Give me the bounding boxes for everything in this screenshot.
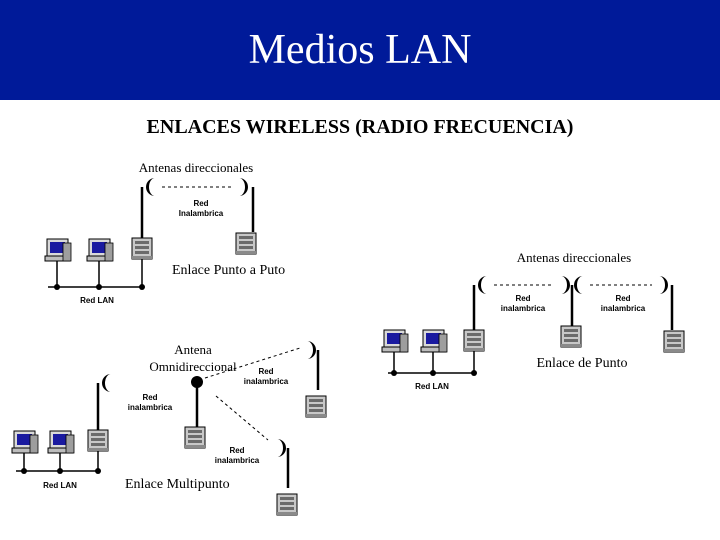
server-icon	[131, 237, 153, 260]
lan-label: Red LAN	[415, 382, 449, 391]
omnidirectional-antenna-icon	[191, 376, 203, 388]
header-bar: Medios LAN	[0, 0, 720, 100]
directional-antenna-icon	[478, 276, 487, 294]
antenna-label: Antenas direccionales	[139, 160, 253, 175]
wireless-network-label: inalambrica	[244, 377, 289, 386]
directional-antenna-icon	[574, 276, 583, 294]
wireless-network-label: inalambrica	[501, 304, 546, 313]
directional-antenna-icon	[146, 178, 155, 196]
server-icon	[276, 493, 298, 516]
wireless-network-label: inalambrica	[215, 456, 260, 465]
wireless-network-label: inalambrica	[128, 403, 173, 412]
slide-subtitle: ENLACES WIRELESS (RADIO FRECUENCIA)	[146, 116, 574, 138]
server-icon	[305, 395, 327, 418]
diagram-point-to-point: Antenas direccionales Red Inalambrica Re…	[44, 160, 285, 305]
server-icon	[560, 325, 582, 348]
computer-icon	[11, 430, 39, 454]
diagram-multipoint: Antena Omnidireccional Red inalambrica R…	[11, 341, 327, 516]
wireless-network-label: Red	[515, 294, 530, 303]
wireless-network-label: Inalambrica	[179, 209, 224, 218]
directional-antenna-icon	[277, 439, 286, 457]
directional-antenna-icon	[239, 178, 248, 196]
server-icon	[463, 329, 485, 352]
wireless-network-label: Red	[258, 367, 273, 376]
server-icon	[663, 330, 685, 353]
diagram-point-link: Antenas direccionales Red inalambrica Re…	[381, 250, 685, 391]
server-icon	[87, 429, 109, 452]
wireless-network-label: Red	[229, 446, 244, 455]
caption-point-link: Enlace de Punto	[537, 356, 628, 371]
computer-icon	[47, 430, 75, 454]
computer-icon	[381, 329, 409, 353]
antenna-label: Antena	[174, 342, 212, 357]
directional-antenna-icon	[102, 374, 111, 392]
lan-label: Red LAN	[80, 296, 114, 305]
computer-icon	[420, 329, 448, 353]
lan-label: Red LAN	[43, 481, 77, 490]
antenna-label: Omnidireccional	[149, 359, 237, 374]
wireless-network-label: Red	[193, 199, 208, 208]
server-icon	[235, 232, 257, 255]
caption-multipoint: Enlace Multipunto	[125, 477, 230, 492]
wireless-network-label: Red	[142, 393, 157, 402]
computer-icon	[44, 238, 72, 262]
slide-title: Medios LAN	[248, 27, 472, 73]
caption-point-to-point: Enlace Punto a Puto	[172, 263, 285, 278]
directional-antenna-icon	[307, 341, 316, 359]
wireless-network-label: inalambrica	[601, 304, 646, 313]
directional-antenna-icon	[659, 276, 668, 294]
antenna-label: Antenas direccionales	[517, 250, 631, 265]
directional-antenna-icon	[561, 276, 570, 294]
server-icon	[184, 426, 206, 449]
wireless-network-label: Red	[615, 294, 630, 303]
computer-icon	[86, 238, 114, 262]
